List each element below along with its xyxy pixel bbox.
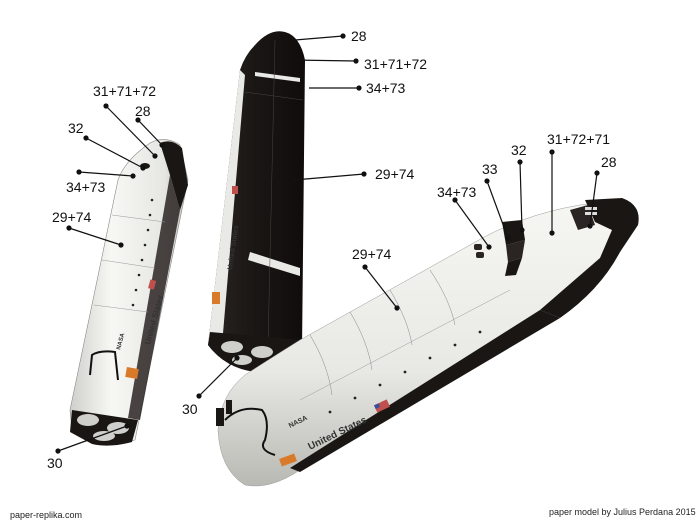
svg-text:NASA: NASA (116, 332, 126, 351)
left-shuttle-view: United States NASA (69, 139, 189, 446)
callout-left-34-73: 34+73 (66, 179, 106, 195)
footer-credit: paper model by Julius Perdana 2015 (549, 507, 696, 517)
callout-left-28: 28 (135, 103, 151, 119)
callout-right-32: 32 (511, 142, 527, 158)
callout-middle-31-71-72: 31+71+72 (364, 56, 428, 72)
footer-website: paper-replika.com (10, 510, 83, 520)
callout-middle-28: 28 (351, 28, 367, 44)
callout-right-31-72-71: 31+72+71 (547, 131, 611, 147)
callout-left-31-71-72: 31+71+72 (93, 83, 157, 99)
callout-middle-29-74: 29+74 (375, 166, 415, 182)
callout-left-29-74: 29+74 (52, 209, 92, 225)
right-shuttle-view: United States NASA (216, 198, 639, 487)
callout-left-32: 32 (68, 120, 84, 136)
callout-middle-30: 30 (182, 401, 198, 417)
callout-right-29-74: 29+74 (352, 246, 392, 262)
leader-lines (55, 33, 600, 454)
callout-right-33: 33 (482, 161, 498, 177)
callout-middle-34-73: 34+73 (366, 80, 406, 96)
callout-right-34-73: 34+73 (437, 184, 477, 200)
middle-shuttle-view: United States (208, 31, 305, 372)
callout-left-30: 30 (47, 455, 63, 471)
callout-right-28: 28 (601, 154, 617, 170)
